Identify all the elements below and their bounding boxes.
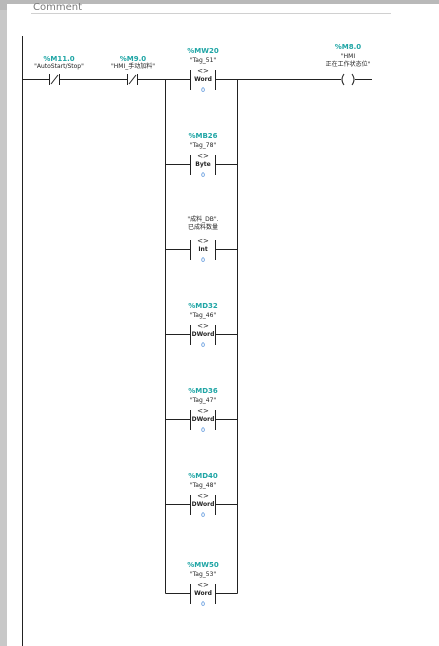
contact-address: %M9.0: [119, 55, 147, 63]
contact-normally-closed-icon[interactable]: [120, 74, 145, 85]
compare-address: %MW20: [187, 47, 219, 55]
compare-operator: <>: [197, 67, 209, 75]
compare-box-icon[interactable]: [165, 584, 238, 604]
compare-datatype: Int: [198, 246, 208, 253]
compare-address: %MD32: [188, 302, 218, 310]
compare-operator: <>: [197, 492, 209, 500]
compare-datatype: Byte: [195, 161, 211, 168]
ladder-network: Comment: [7, 2, 439, 646]
compare-datatype: DWord: [191, 416, 215, 423]
compare-operator: <>: [197, 581, 209, 589]
coil-tag[interactable]: "HMI: [340, 53, 356, 60]
ladder-diagram: [22, 36, 372, 646]
compare-value[interactable]: 0: [201, 87, 205, 94]
compare-operator: <>: [197, 407, 209, 415]
compare-address: %MB26: [188, 132, 218, 140]
compare-value[interactable]: 0: [201, 427, 205, 434]
output-coil-icon[interactable]: [338, 73, 358, 86]
compare-value[interactable]: 0: [201, 512, 205, 519]
comment-divider: [31, 13, 391, 14]
coil-address: %M8.0: [334, 43, 362, 51]
compare-datatype: Word: [194, 76, 212, 83]
compare-tag[interactable]: "Tag_48": [189, 482, 217, 489]
compare-box-icon[interactable]: [165, 325, 238, 345]
compare-box-icon[interactable]: [165, 410, 238, 430]
compare-value[interactable]: 0: [201, 257, 205, 264]
compare-box-icon[interactable]: [165, 155, 238, 175]
compare-box-icon[interactable]: [165, 495, 238, 515]
compare-datatype: DWord: [191, 501, 215, 508]
compare-box-icon[interactable]: [165, 70, 238, 90]
compare-tag[interactable]: "Tag_46": [189, 312, 217, 319]
compare-box-icon[interactable]: [165, 240, 238, 260]
compare-tag[interactable]: "成料_DB".: [187, 216, 219, 223]
compare-operator: <>: [197, 322, 209, 330]
compare-operator: <>: [197, 152, 209, 160]
compare-tag[interactable]: "Tag_78": [189, 142, 217, 149]
contact-tag[interactable]: "AutoStart/Stop": [34, 63, 84, 70]
compare-address: %MD36: [188, 387, 218, 395]
compare-address: %MW50: [187, 561, 219, 569]
compare-tag-member[interactable]: 已成料数量: [187, 224, 218, 231]
compare-tag[interactable]: "Tag_51": [189, 57, 217, 64]
compare-address: %MD40: [188, 472, 218, 480]
compare-value[interactable]: 0: [201, 342, 205, 349]
compare-datatype: Word: [194, 590, 212, 597]
compare-value[interactable]: 0: [201, 601, 205, 608]
compare-tag[interactable]: "Tag_53": [189, 571, 217, 578]
contact-tag[interactable]: "HMI_手动加料": [111, 63, 155, 70]
contact-normally-closed-icon[interactable]: [40, 74, 72, 85]
network-comment-label[interactable]: Comment: [33, 2, 82, 13]
compare-operator: <>: [197, 237, 209, 245]
compare-datatype: DWord: [191, 331, 215, 338]
compare-value[interactable]: 0: [201, 172, 205, 179]
compare-tag[interactable]: "Tag_47": [189, 397, 217, 404]
coil-tag-line2[interactable]: 正在工作状态位": [325, 61, 371, 68]
contact-address: %M11.0: [43, 55, 75, 63]
